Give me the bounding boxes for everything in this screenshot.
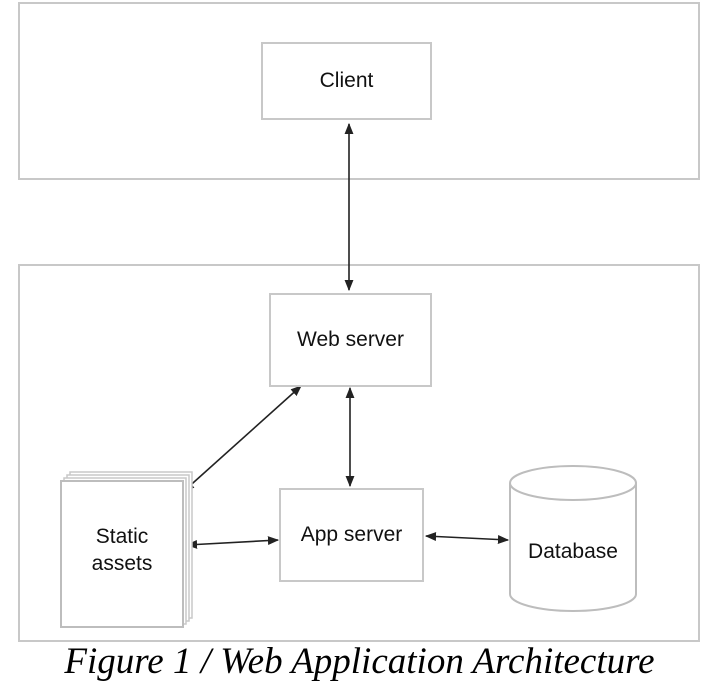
- client-box: Client: [261, 42, 432, 120]
- web-server-box: Web server: [269, 293, 432, 387]
- figure-caption: Figure 1 / Web Application Architecture: [64, 641, 655, 682]
- static-assets-label: Static assets: [91, 525, 153, 576]
- database-label: Database: [528, 540, 618, 563]
- app-server-box: App server: [279, 488, 424, 582]
